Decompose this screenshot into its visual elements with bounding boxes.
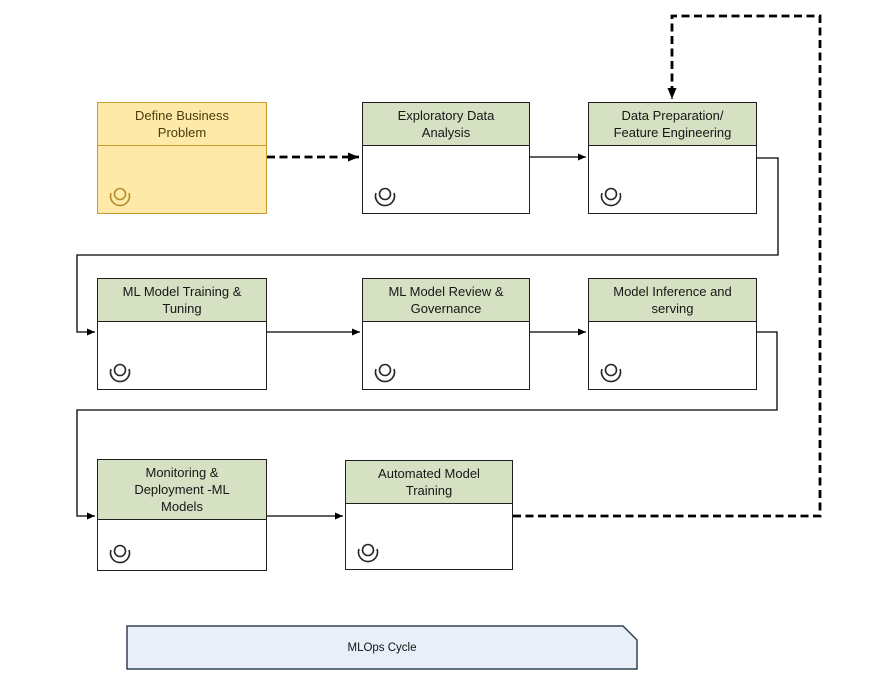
node-title: Monitoring & Deployment -ML Models bbox=[98, 460, 266, 520]
process-icon bbox=[109, 187, 131, 207]
node-exploratory-data-analysis: Exploratory Data Analysis bbox=[362, 102, 530, 214]
node-body bbox=[589, 322, 756, 389]
node-body bbox=[98, 146, 266, 213]
node-automated-model-training: Automated Model Training bbox=[345, 460, 513, 570]
node-title: ML Model Training & Tuning bbox=[98, 279, 266, 322]
node-body bbox=[346, 504, 512, 569]
node-body bbox=[363, 322, 529, 389]
mlops-cycle-label: MLOps Cycle bbox=[347, 641, 417, 654]
process-icon bbox=[109, 544, 131, 564]
node-title: Model Inference and serving bbox=[589, 279, 756, 322]
process-icon bbox=[374, 363, 396, 383]
node-ml-model-review-governance: ML Model Review & Governance bbox=[362, 278, 530, 390]
process-icon bbox=[374, 187, 396, 207]
node-title: Data Preparation/ Feature Engineering bbox=[589, 103, 756, 146]
node-model-inference-serving: Model Inference and serving bbox=[588, 278, 757, 390]
node-data-preparation-feature-engineering: Data Preparation/ Feature Engineering bbox=[588, 102, 757, 214]
node-monitoring-deployment-ml-models: Monitoring & Deployment -ML Models bbox=[97, 459, 267, 571]
node-title: Define Business Problem bbox=[98, 103, 266, 146]
node-title: Automated Model Training bbox=[346, 461, 512, 504]
node-ml-model-training-tuning: ML Model Training & Tuning bbox=[97, 278, 267, 390]
arrow-automated-feedback-to-dataprep bbox=[513, 14, 822, 518]
node-title: ML Model Review & Governance bbox=[363, 279, 529, 322]
node-body bbox=[98, 520, 266, 570]
process-icon bbox=[109, 363, 131, 383]
node-define-business-problem: Define Business Problem bbox=[97, 102, 267, 214]
process-icon bbox=[600, 363, 622, 383]
node-body bbox=[589, 146, 756, 213]
process-icon bbox=[600, 187, 622, 207]
node-body bbox=[98, 322, 266, 389]
process-icon bbox=[357, 543, 379, 563]
node-title: Exploratory Data Analysis bbox=[363, 103, 529, 146]
node-body bbox=[363, 146, 529, 213]
